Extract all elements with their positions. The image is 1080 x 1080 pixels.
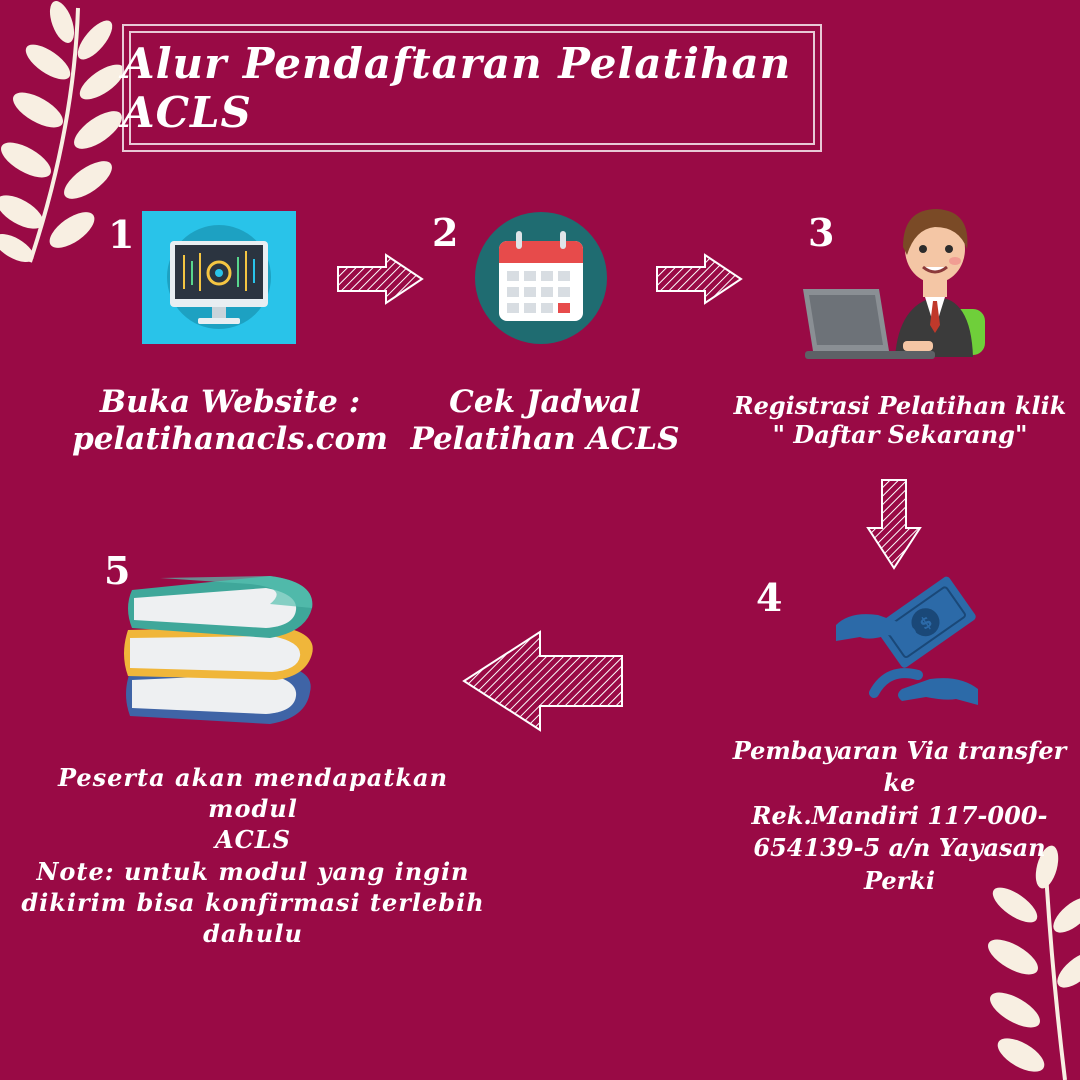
arrow-down-icon [866,479,922,570]
step-5-number: 5 [104,548,131,593]
books-icon [124,576,313,724]
arrow-right-icon [337,253,424,305]
step-5-caption-line-1: Peserta akan mendapatkan modul [57,763,449,824]
note-line-1: Note: untuk modul yang ingin [36,856,470,886]
account-number-line-1: Rek.Mandiri 117-000- [751,800,1048,830]
man-laptop-icon [803,209,985,359]
step-3-caption-line-1: Registrasi Pelatihan klik [733,391,1067,420]
arrow-right-icon [656,253,743,305]
daftar-sekarang-text: " Daftar Sekarang" [772,419,1028,449]
step-3-caption: Registrasi Pelatihan klik " Daftar Sekar… [725,391,1075,450]
step-5-caption-line-2: ACLS [215,825,291,855]
leaf-branch-top-left-icon [0,1,125,263]
title-frame [122,24,822,152]
calendar-icon [475,212,607,344]
note-line-3: dahulu [203,918,303,948]
step-1-caption-line-1: Buka Website : [99,384,361,420]
step-2-number: 2 [432,210,459,255]
step-4-number: 4 [756,575,783,620]
step-1-caption: Buka Website : pelatihanacls.com [60,384,400,458]
step-4-caption-line-4: Perki [863,865,936,895]
arrow-left-icon [462,630,623,732]
website-link-text: pelatihanacls.com [72,421,388,458]
step-4-caption-line-1: Pembayaran Via transfer ke [732,736,1067,798]
step-3-number: 3 [808,210,835,255]
step-4-caption: Pembayaran Via transfer ke Rek.Mandiri 1… [722,735,1077,897]
step-1-number: 1 [108,212,135,257]
step-2-caption-line-2: Pelatihan ACLS [410,421,680,458]
step-2-caption-line-1: Cek Jadwal [449,384,641,420]
page-title: Alur Pendaftaran Pelatihan ACLS [122,39,792,137]
step-2-caption: Cek Jadwal Pelatihan ACLS [400,384,690,458]
note-line-2: dikirim bisa konfirmasi terlebih [21,887,485,917]
leaf-branch-bottom-right-icon [988,845,1080,1080]
step-5-caption: Peserta akan mendapatkan modul ACLS Note… [10,762,496,949]
monitor-icon [142,211,296,344]
account-number-line-2: 654139-5 a/n Yayasan [753,833,1046,863]
money-hand-icon: $ [836,576,978,705]
